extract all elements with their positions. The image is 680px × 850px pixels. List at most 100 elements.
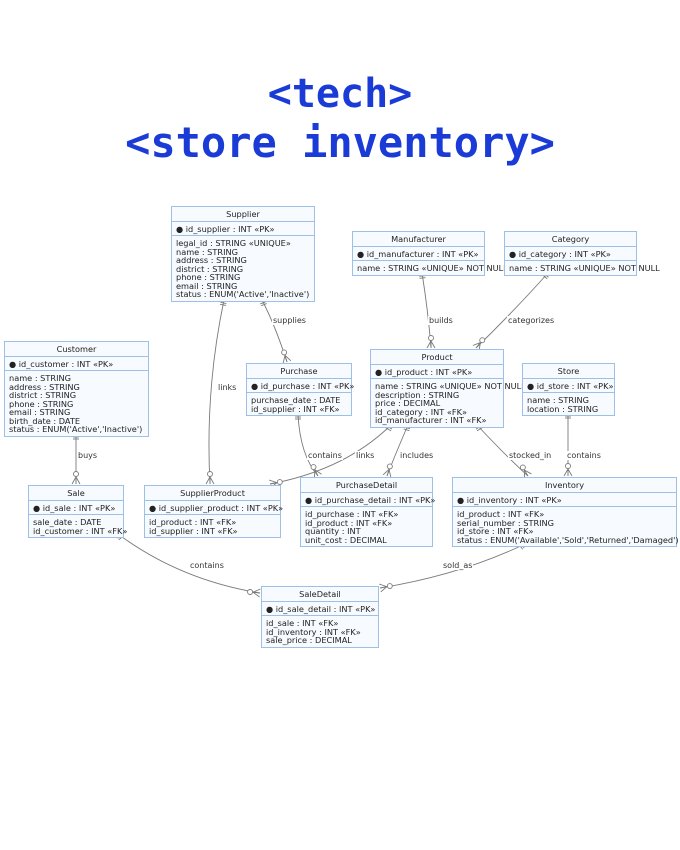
edge-supplier-supplierproduct (208, 299, 225, 485)
rel-label-stocked-in: stocked_in (508, 451, 553, 460)
attribute: quantity : INT (305, 526, 361, 536)
edge-manufacturer-product-one (419, 275, 426, 277)
rel-label-buys: buys (77, 451, 99, 460)
attribute: serial_number : STRING (457, 517, 555, 528)
entity-manufacturer[interactable]: Manufacturer ● id_manufacturer : INT «PK… (352, 231, 508, 276)
attribute: id_purchase : INT «FK» (305, 509, 399, 519)
primary-key: ● id_purchase_detail : INT «PK» (301, 493, 435, 507)
entity-name: SupplierProduct (145, 486, 280, 501)
primary-key: ● id_supplier_product : INT «PK» (145, 501, 283, 515)
edge-manufacturer-product-many-circle (428, 335, 434, 341)
edge-product-inventory-many (523, 469, 532, 479)
primary-key: ● id_sale : INT «PK» (29, 501, 123, 515)
edge-category-product-many-circle (479, 337, 486, 344)
primary-key: ● id_store : INT «PK» (523, 379, 614, 393)
attribute: address : STRING (176, 255, 247, 265)
edge-inventory-saledetail (379, 543, 526, 589)
edge-product-purchasedetail-many (382, 468, 392, 478)
entity-sale[interactable]: Sale ● id_sale : INT «PK» sale_date : DA… (28, 485, 128, 538)
attribute: id_inventory : INT «FK» (266, 626, 361, 637)
title-line-2: <store inventory> (125, 118, 555, 167)
edge-supplier-purchase-one (260, 303, 267, 307)
attribute: district : STRING (176, 263, 244, 274)
attribute: id_supplier : INT «FK» (149, 525, 238, 536)
attribute: status : ENUM('Available','Sold','Return… (457, 534, 679, 545)
edge-product-supplierproduct-many-circle (276, 479, 283, 485)
entity-customer[interactable]: Customer ● id_customer : INT «PK» name :… (4, 341, 149, 437)
edge-sale-saledetail-many (252, 588, 261, 598)
attribute: price : DECIMAL (375, 398, 441, 408)
attribute-list: id_product : INT «FK» id_supplier : INT … (145, 515, 280, 537)
edge-store-inventory-many-circle (565, 463, 571, 469)
attribute-list: name : STRING «UNIQUE» NOT NULL (505, 261, 660, 275)
entity-purchase[interactable]: Purchase ● id_purchase : INT «PK» purcha… (246, 363, 354, 416)
primary-key: ● id_purchase : INT «PK» (247, 379, 354, 393)
entity-name: Purchase (247, 364, 351, 379)
edge-inventory-saledetail-many (379, 583, 388, 593)
edge-product-inventory-one (476, 427, 483, 432)
edge-product-supplierproduct-one (385, 427, 392, 432)
attribute: id_customer : INT «FK» (33, 525, 128, 536)
attribute: phone : STRING (9, 398, 74, 409)
edge-product-purchasedetail-many-circle (386, 463, 393, 470)
entity-name: PurchaseDetail (301, 478, 432, 493)
entity-supplier[interactable]: Supplier ● id_supplier : INT «PK» legal_… (171, 206, 315, 302)
edge-customer-sale-many-circle (73, 471, 79, 477)
primary-key: ● id_sale_detail : INT «PK» (262, 602, 378, 616)
rel-label-contains-store: contains (566, 451, 602, 460)
attribute: name : STRING «UNIQUE» NOT NULL (375, 381, 526, 391)
entity-name: Sale (29, 486, 123, 501)
attribute: id_supplier : INT «FK» (251, 403, 340, 414)
entity-name: Manufacturer (353, 232, 484, 247)
attribute-list: name : STRING address : STRING district … (5, 371, 148, 436)
attribute: sale_price : DECIMAL (266, 635, 352, 645)
entity-name: Supplier (172, 207, 314, 222)
primary-key: ● id_inventory : INT «PK» (453, 493, 676, 507)
attribute: birth_date : DATE (9, 415, 81, 426)
edge-product-inventory-many-circle (519, 464, 526, 471)
attribute: phone : STRING (176, 272, 241, 282)
primary-key: ● id_product : INT «PK» (371, 365, 503, 379)
attribute: legal_id : STRING «UNIQUE» (176, 238, 291, 248)
attribute: status : ENUM('Active','Inactive') (9, 424, 143, 434)
edge-category-product-one (542, 274, 548, 280)
rel-label-builds: builds (428, 316, 454, 325)
attribute-list: id_purchase : INT «FK» id_product : INT … (301, 507, 432, 546)
attribute: name : STRING (527, 395, 589, 405)
primary-key: ● id_supplier : INT «PK» (172, 222, 314, 236)
edge-supplier-supplierproduct-one (219, 303, 227, 306)
edge-store-inventory-many (563, 468, 573, 477)
edge-product-purchasedetail-one (403, 428, 410, 432)
attribute-list: name : STRING «UNIQUE» NOT NULL descript… (371, 379, 526, 427)
entity-inventory[interactable]: Inventory ● id_inventory : INT «PK» id_p… (452, 477, 679, 547)
attribute: email : STRING (176, 280, 238, 291)
title-line-1: <tech> (267, 71, 413, 117)
attribute-list: id_product : INT «FK» serial_number : ST… (453, 507, 679, 546)
edge-manufacturer-product-many (426, 340, 436, 349)
entity-supplierproduct[interactable]: SupplierProduct ● id_supplier_product : … (144, 485, 283, 538)
entity-name: Store (523, 364, 614, 379)
entity-name: Customer (5, 342, 148, 357)
attribute-list: sale_date : DATE id_customer : INT «FK» (29, 515, 128, 537)
attribute: location : STRING (527, 403, 599, 414)
attribute-list: name : STRING location : STRING (523, 393, 614, 415)
attribute: id_product : INT «FK» (149, 517, 237, 527)
attribute: description : STRING (375, 389, 460, 400)
attribute: purchase_date : DATE (251, 395, 341, 405)
attribute-list: name : STRING «UNIQUE» NOT NULL (353, 261, 508, 275)
entity-store[interactable]: Store ● id_store : INT «PK» name : STRIN… (522, 363, 615, 416)
rel-label-contains-sale: contains (189, 561, 225, 570)
edge-sale-saledetail-many-circle (247, 589, 253, 595)
attribute: id_sale : INT «FK» (266, 618, 339, 628)
entity-purchasedetail[interactable]: PurchaseDetail ● id_purchase_detail : IN… (300, 477, 435, 547)
edge-supplier-purchase-many (282, 354, 292, 364)
attribute: name : STRING (9, 373, 71, 383)
attribute: id_category : INT «FK» (375, 406, 467, 417)
edge-product-supplierproduct (269, 424, 392, 485)
entity-saledetail[interactable]: SaleDetail ● id_sale_detail : INT «PK» i… (261, 586, 379, 648)
entity-category[interactable]: Category ● id_category : INT «PK» name :… (504, 231, 660, 276)
edge-sale-saledetail (117, 533, 261, 594)
entity-product[interactable]: Product ● id_product : INT «PK» name : S… (370, 349, 526, 428)
edge-inventory-saledetail-many-circle (386, 583, 393, 589)
rel-label-links-supplier: links (217, 383, 238, 392)
